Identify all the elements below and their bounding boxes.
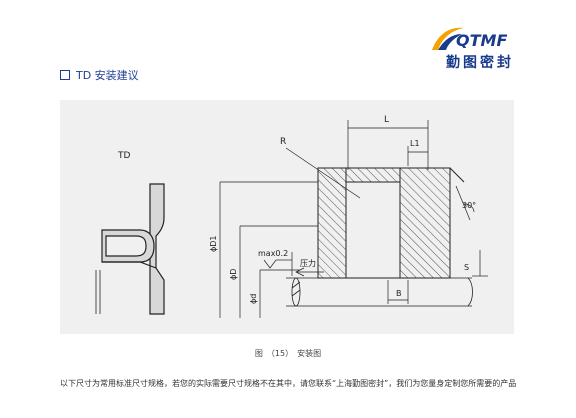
length-dimensions — [347, 120, 429, 170]
dim-S: S — [464, 263, 469, 272]
groove-housing — [317, 167, 465, 279]
checkbox-icon — [60, 70, 70, 80]
logo-wordmark: QTMF — [456, 31, 507, 50]
profile-label: TD — [117, 151, 130, 161]
roughness-max: max0.2 — [258, 249, 288, 258]
section-title-text: TD 安装建议 — [76, 69, 139, 82]
chamfer-angle: 30° — [462, 201, 476, 210]
caption-prefix: 图 — [254, 349, 263, 358]
seal-profile — [95, 183, 165, 315]
brand-logo: QTMF — [428, 20, 524, 72]
pressure-label: 压力 — [300, 258, 316, 268]
body-note: 以下尺寸为常用标准尺寸规格，若您的实际需要尺寸规格不在其中，请您联系“上海勤图密… — [60, 379, 517, 388]
caption-text: 安装图 — [297, 349, 322, 358]
dim-D: ϕD — [229, 269, 238, 280]
installation-figure: TD ϕD1 ϕD ϕd — [60, 100, 514, 334]
diameter-dimensions — [219, 181, 318, 318]
section-heading: TD 安装建议 — [60, 67, 139, 83]
dim-B: B — [396, 289, 402, 298]
dim-d: ϕd — [249, 294, 258, 304]
figure-caption: 图（15）安装图 — [0, 348, 576, 359]
caption-number: （15） — [266, 349, 294, 358]
dim-D1: ϕD1 — [209, 235, 218, 252]
brand-name-cn: 勤图密封 — [446, 55, 514, 71]
radius-label: R — [280, 137, 286, 147]
shaft — [286, 277, 473, 307]
dim-L1: L1 — [410, 139, 420, 148]
dim-L: L — [384, 115, 389, 125]
